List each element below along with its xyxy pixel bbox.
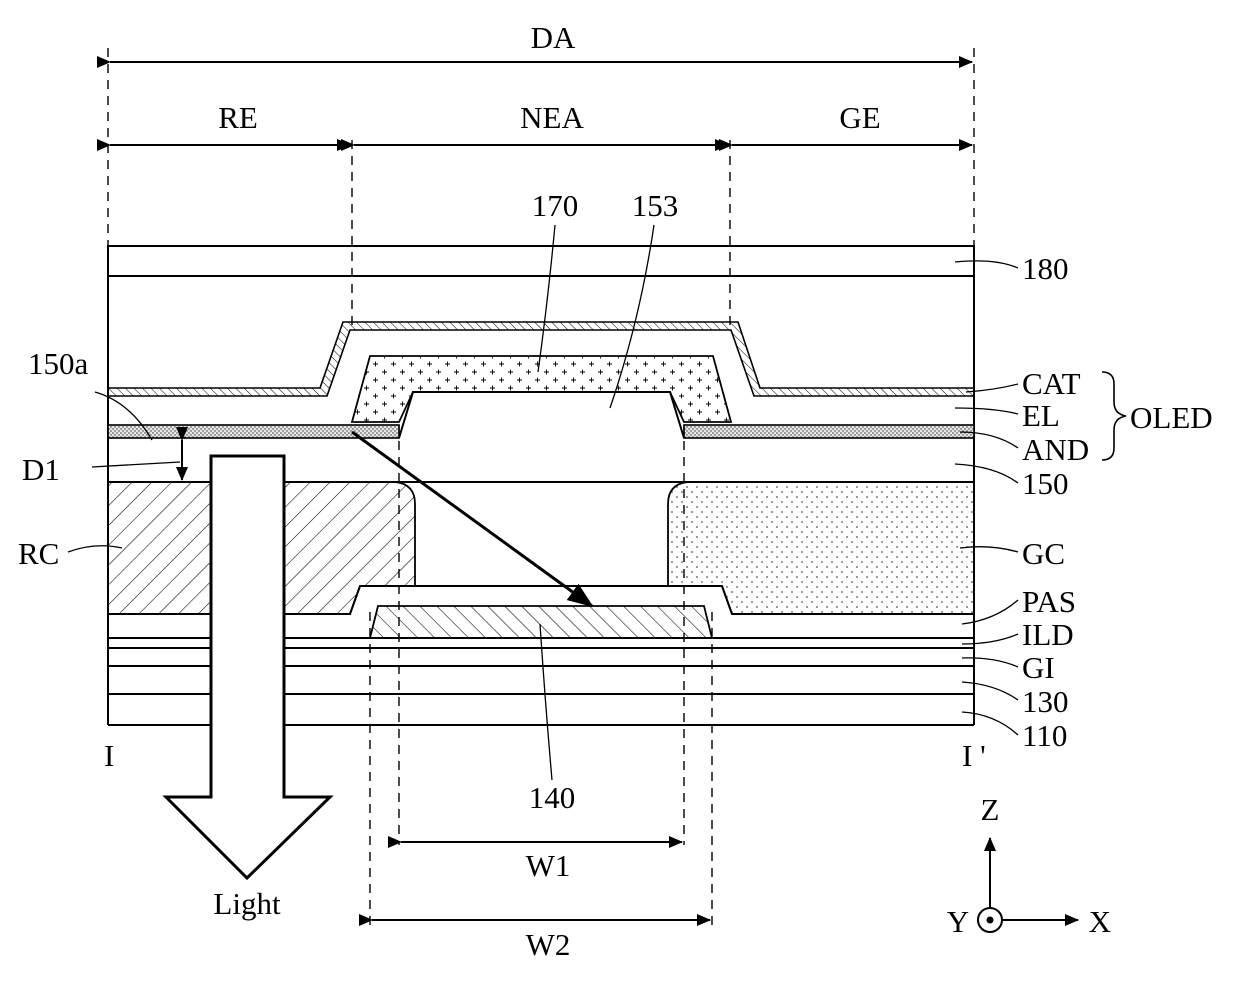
label-150a: 150a (28, 346, 89, 381)
label-cat: CAT (1022, 366, 1081, 401)
label-el: EL (1022, 398, 1060, 433)
label-light: Light (213, 886, 281, 921)
label-w1: W1 (526, 848, 571, 883)
contact-hole-153 (399, 392, 684, 438)
label-150: 150 (1022, 466, 1069, 501)
label-110: 110 (1022, 718, 1067, 753)
label-153: 153 (632, 188, 679, 223)
label-and: AND (1022, 432, 1089, 467)
label-da: DA (531, 20, 576, 55)
label-140: 140 (529, 780, 576, 815)
bank-170 (352, 356, 731, 422)
label-ge: GE (839, 100, 880, 135)
label-w2: W2 (526, 927, 571, 962)
label-axis-x: X (1089, 904, 1111, 939)
label-oled: OLED (1130, 400, 1213, 435)
label-pas: PAS (1022, 584, 1076, 619)
label-axis-y: Y (947, 904, 969, 939)
label-rc: RC (18, 536, 59, 571)
label-section-start: I (104, 738, 114, 773)
oled-brace (1102, 372, 1126, 460)
label-gi: GI (1022, 650, 1055, 685)
label-re: RE (218, 100, 258, 135)
label-section-end: I ' (962, 738, 986, 773)
label-180: 180 (1022, 251, 1069, 286)
label-170: 170 (532, 188, 579, 223)
anode-right (684, 425, 974, 438)
label-130: 130 (1022, 684, 1069, 719)
label-gc: GC (1022, 536, 1065, 571)
label-axis-z: Z (981, 792, 1000, 827)
label-d1: D1 (22, 452, 60, 487)
axis-indicator (978, 838, 1078, 932)
color-filter-gc (668, 482, 974, 614)
label-nea: NEA (520, 100, 584, 135)
label-ild: ILD (1022, 617, 1074, 652)
